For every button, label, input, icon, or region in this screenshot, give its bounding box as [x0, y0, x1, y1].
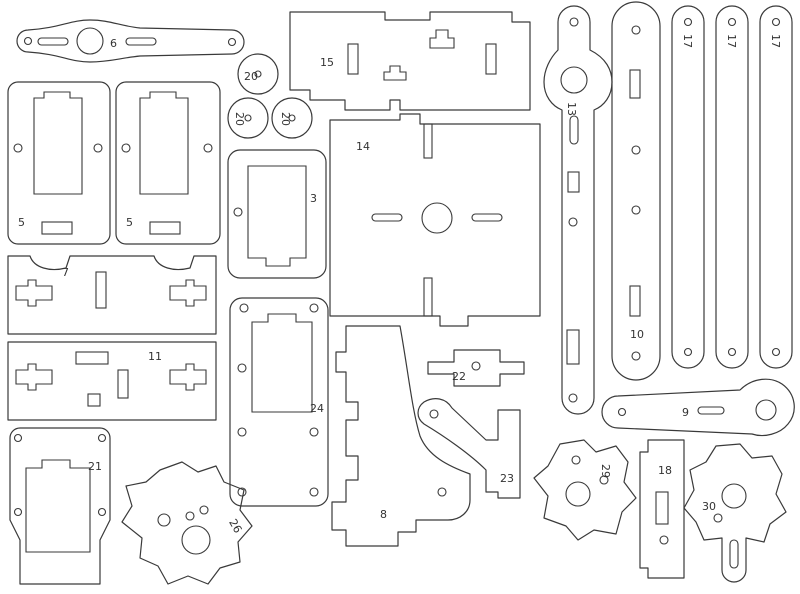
part-label-21: 21 — [88, 460, 102, 473]
part-11: 11 — [7, 341, 217, 421]
part-label-22: 22 — [452, 370, 466, 383]
part-label-8: 8 — [380, 508, 387, 521]
part-26: 26 — [121, 461, 253, 585]
part-label-20-left: 20 — [233, 112, 246, 126]
part-label-11: 11 — [148, 350, 162, 363]
part-20-top: 20 — [237, 53, 279, 95]
part-label-10: 10 — [630, 328, 644, 341]
part-6: 6 — [16, 19, 245, 63]
part-label-14: 14 — [356, 140, 370, 153]
part-label-5-left: 5 — [18, 216, 25, 229]
part-13: 13 — [543, 5, 613, 415]
part-label-18: 18 — [658, 464, 672, 477]
part-label-17-b: 17 — [725, 34, 738, 48]
part-label-3: 3 — [310, 192, 317, 205]
part-label-9: 9 — [682, 406, 689, 419]
part-label-30: 30 — [702, 500, 716, 513]
part-label-17-c: 17 — [769, 34, 782, 48]
part-7: 7 — [7, 255, 217, 335]
part-24: 24 — [229, 297, 329, 507]
part-3: 3 — [227, 149, 327, 279]
part-29: 29 — [533, 439, 637, 541]
part-label-13: 13 — [565, 102, 578, 116]
part-5-right: 5 — [115, 81, 221, 245]
part-15: 15 — [289, 11, 531, 111]
part-label-20-right: 20 — [279, 112, 292, 126]
part-30: 30 — [683, 443, 787, 583]
part-label-29: 29 — [599, 464, 612, 478]
part-label-20-top: 20 — [244, 70, 258, 83]
part-label-26: 26 — [226, 517, 244, 536]
part-23: 23 — [417, 398, 521, 499]
part-22: 22 — [427, 349, 525, 387]
part-5-left: 5 — [7, 81, 111, 245]
part-label-6: 6 — [110, 37, 117, 50]
part-label-7: 7 — [62, 266, 69, 279]
part-label-17-a: 17 — [681, 34, 694, 48]
part-14: 14 — [329, 113, 541, 327]
part-label-23: 23 — [500, 472, 514, 485]
part-17-c: 17 — [759, 5, 793, 369]
part-label-15: 15 — [320, 56, 334, 69]
part-8: 8 — [331, 325, 471, 547]
part-10: 10 — [611, 1, 661, 381]
part-20-right: 20 — [271, 97, 313, 139]
part-20-left: 20 — [227, 97, 269, 139]
part-label-5-right: 5 — [126, 216, 133, 229]
part-17-b: 17 — [715, 5, 749, 369]
part-18: 18 — [639, 439, 685, 579]
part-17-a: 17 — [671, 5, 705, 369]
part-label-24: 24 — [310, 402, 324, 415]
part-21: 21 — [9, 427, 111, 585]
part-9: 9 — [601, 378, 795, 437]
